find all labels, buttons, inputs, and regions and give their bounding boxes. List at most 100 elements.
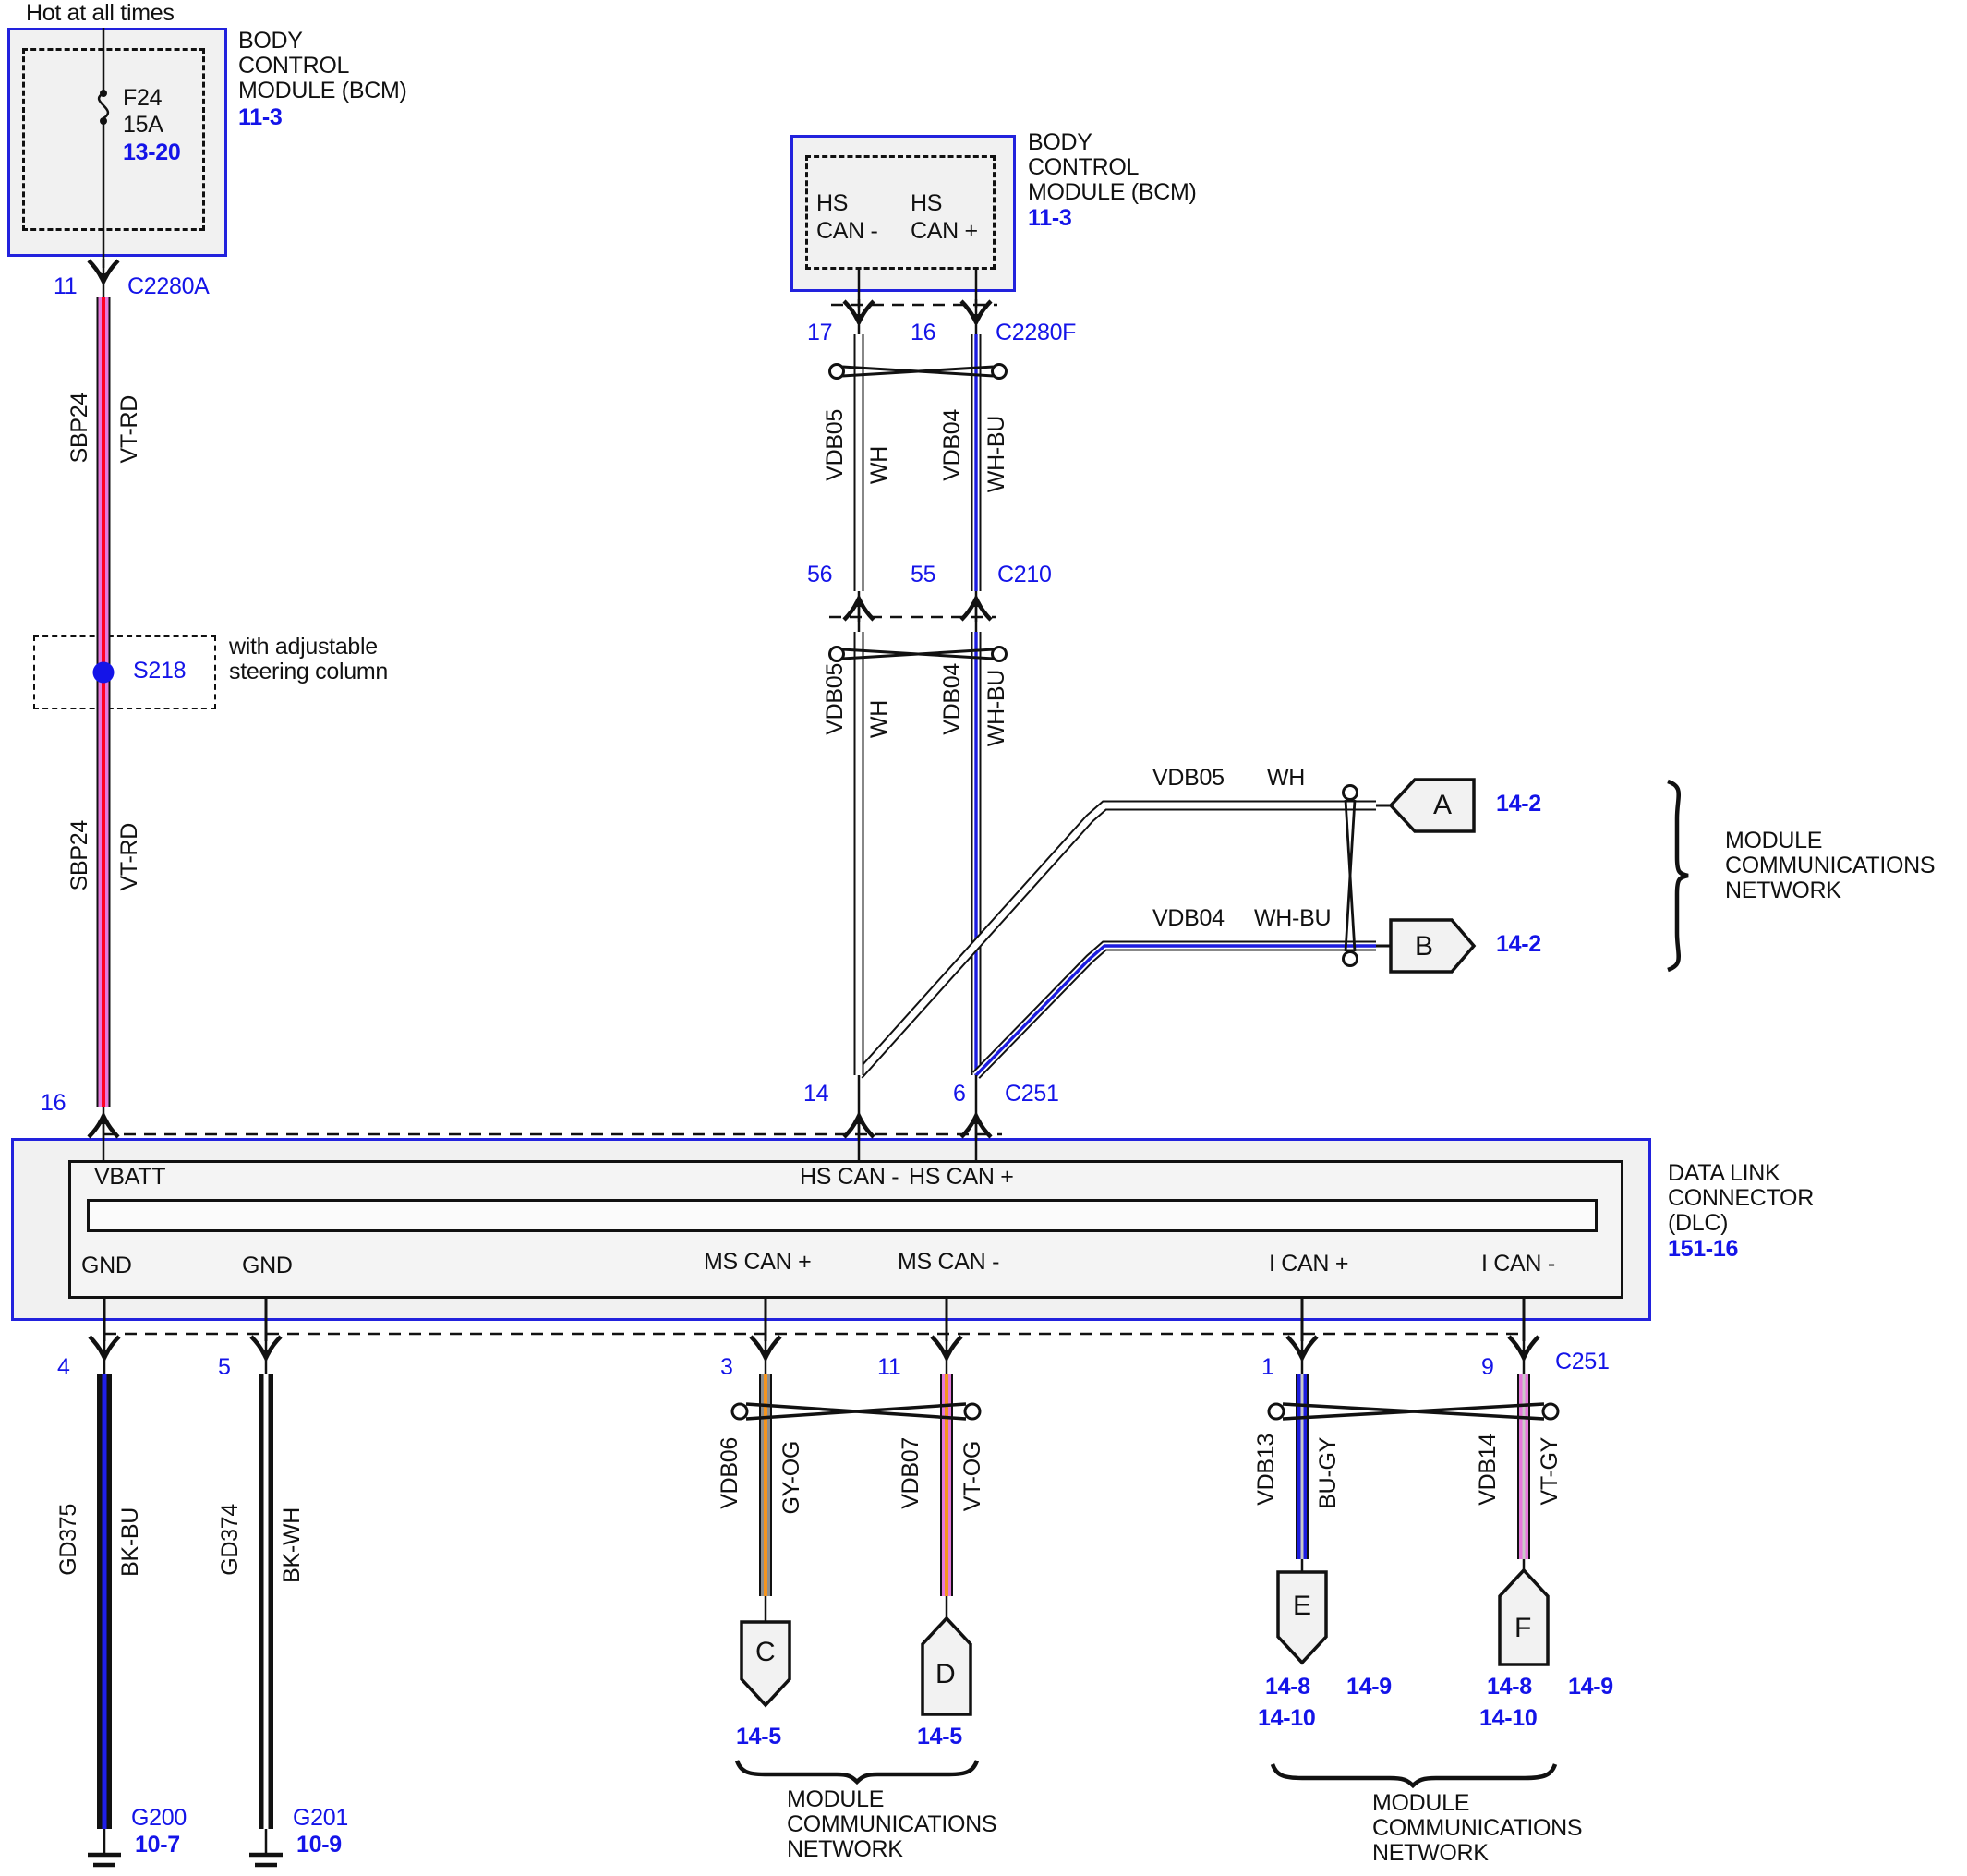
pin-6-label: 6 — [953, 1081, 966, 1107]
ground-g201-label[interactable]: G201 — [293, 1805, 348, 1831]
bcm2-page-ref[interactable]: 11-3 — [1028, 205, 1072, 231]
splice-s218-label[interactable]: S218 — [133, 658, 187, 684]
connector-d-ref[interactable]: 14-5 — [917, 1724, 962, 1749]
brace-network-mid — [734, 1760, 980, 1785]
splice-note-line1: with adjustable — [229, 634, 378, 660]
dlc-i-can-minus-label: I CAN - — [1481, 1251, 1555, 1277]
pin-arrow-c251-4 — [90, 1335, 119, 1362]
connector-e-ref1[interactable]: 14-8 — [1265, 1674, 1310, 1700]
connector-c-tag: C — [755, 1637, 776, 1667]
splice-dashed-box — [33, 635, 216, 709]
wire-label-bu-gy: BU-GY — [1315, 1437, 1341, 1509]
network-mid-l1: MODULE — [787, 1786, 885, 1812]
wire-label-wh-seg2: WH — [866, 700, 892, 739]
brace-network-right-top — [1667, 779, 1689, 973]
dlc-side-l3: (DLC) — [1668, 1210, 1729, 1236]
ground-g201-ref[interactable]: 10-9 — [296, 1832, 342, 1858]
dlc-side-l2: CONNECTOR — [1668, 1185, 1814, 1211]
dlc-side-l1: DATA LINK — [1668, 1160, 1780, 1186]
fuse-id: F24 — [123, 85, 163, 111]
pin-17-label: 17 — [807, 320, 833, 345]
wire-label-vt-rd-upper: VT-RD — [116, 395, 142, 464]
wire-label-gd374: GD374 — [217, 1504, 243, 1576]
bcm2-line1: BODY — [1028, 129, 1092, 155]
connector-f-ref1[interactable]: 14-8 — [1487, 1674, 1532, 1700]
fuse-box — [7, 28, 227, 257]
wire-label-vt-gy: VT-GY — [1537, 1437, 1563, 1506]
pin-arrow-c251-11 — [932, 1335, 961, 1362]
pin-arrow-c2280f-17 — [844, 299, 874, 327]
bcm2-hs-can-minus-l1: HS — [816, 190, 849, 216]
dlc-bottom-pin-leads — [103, 1360, 1526, 1376]
ground-symbol-g200 — [88, 1829, 121, 1868]
dlc-ms-can-plus-label: MS CAN + — [704, 1249, 812, 1275]
network-bottom-right-l2: COMMUNICATIONS — [1372, 1815, 1583, 1841]
connector-c251-bottom-label[interactable]: C251 — [1555, 1349, 1610, 1374]
pin-1-label: 1 — [1261, 1354, 1274, 1380]
dlc-page-ref[interactable]: 151-16 — [1668, 1236, 1739, 1262]
bcm1-page-ref[interactable]: 11-3 — [238, 104, 283, 130]
network-bottom-right-l3: NETWORK — [1372, 1840, 1489, 1866]
network-right-l2: COMMUNICATIONS — [1725, 853, 1936, 878]
pin-56-label: 56 — [807, 562, 833, 587]
connector-e-ref2[interactable]: 14-9 — [1346, 1674, 1392, 1700]
bcm1-line1: BODY — [238, 28, 303, 54]
wire-vdb04-wh-bu-seg2 — [971, 632, 1376, 1079]
bcm2-hs-can-plus-l1: HS — [911, 190, 943, 216]
pin-55-label: 55 — [911, 562, 936, 587]
wire-label-vdb05-h: VDB05 — [1152, 765, 1225, 791]
connector-f — [1498, 1567, 1550, 1666]
connector-c2280a-label[interactable]: C2280A — [127, 273, 210, 299]
connector-b-ref[interactable]: 14-2 — [1496, 931, 1541, 957]
ground-g200-ref[interactable]: 10-7 — [135, 1832, 180, 1858]
connector-c210-label[interactable]: C210 — [997, 562, 1052, 587]
network-mid-l2: COMMUNICATIONS — [787, 1811, 997, 1837]
dlc-ms-can-minus-label: MS CAN - — [898, 1249, 1000, 1275]
bcm-box-inner-dashed — [805, 155, 996, 270]
pin-arrow-c2280f-16 — [961, 299, 991, 327]
connector-a-ref[interactable]: 14-2 — [1496, 791, 1541, 817]
wire-label-wh-bu-seg2: WH-BU — [984, 670, 1009, 747]
pin-5-label: 5 — [218, 1354, 231, 1380]
twist-symbol-3 — [730, 1402, 982, 1421]
bcm1-line2: CONTROL — [238, 53, 350, 79]
network-right-l1: MODULE — [1725, 828, 1823, 853]
bcm2-line3: MODULE (BCM) — [1028, 179, 1197, 205]
pin-arrow-c251-9 — [1509, 1335, 1539, 1362]
pin-11b-label: 11 — [877, 1354, 901, 1380]
connector-a-tag: A — [1433, 790, 1452, 820]
wire-label-bk-wh: BK-WH — [279, 1507, 305, 1583]
wire-label-vdb04-seg1: VDB04 — [939, 409, 965, 481]
pin-11-label: 11 — [54, 273, 78, 299]
wire-label-wh-seg1: WH — [866, 446, 892, 485]
ground-g200-label[interactable]: G200 — [131, 1805, 187, 1831]
connector-c-ref[interactable]: 14-5 — [736, 1724, 781, 1749]
wire-label-vdb06: VDB06 — [717, 1437, 742, 1509]
wire-label-wh-bu-h: WH-BU — [1254, 905, 1332, 931]
connector-e-ref3[interactable]: 14-10 — [1258, 1705, 1316, 1731]
connector-f-ref2[interactable]: 14-9 — [1568, 1674, 1613, 1700]
wire-label-vdb05-seg2: VDB05 — [822, 663, 848, 735]
wire-vdb05-wh-seg2 — [853, 632, 1376, 1079]
connector-c251-top-label[interactable]: C251 — [1005, 1081, 1059, 1107]
bcm1-line3: MODULE (BCM) — [238, 78, 407, 103]
connector-f-ref3[interactable]: 14-10 — [1479, 1705, 1538, 1731]
fuse-page-ref[interactable]: 13-20 — [123, 139, 181, 165]
brace-network-right-bottom — [1270, 1763, 1558, 1789]
twist-symbol-ab — [1342, 784, 1358, 967]
pin-4-label: 4 — [57, 1354, 70, 1380]
dlc-hs-can-plus-label: HS CAN + — [909, 1164, 1014, 1190]
connector-c2280f-label[interactable]: C2280F — [996, 320, 1077, 345]
connector-d — [921, 1616, 972, 1716]
dlc-gnd2-label: GND — [242, 1253, 293, 1278]
fuse-box-inner-dashed — [22, 48, 205, 231]
wire-label-vdb07: VDB07 — [898, 1437, 923, 1509]
fuse-rating: 15A — [123, 112, 163, 138]
network-bottom-right-l1: MODULE — [1372, 1790, 1470, 1816]
bcm2-hs-can-plus-l2: CAN + — [911, 218, 978, 244]
dlc-bottom-pin-stubs — [103, 1299, 1526, 1341]
connector-b — [1389, 918, 1477, 974]
fuse-element — [97, 28, 110, 268]
